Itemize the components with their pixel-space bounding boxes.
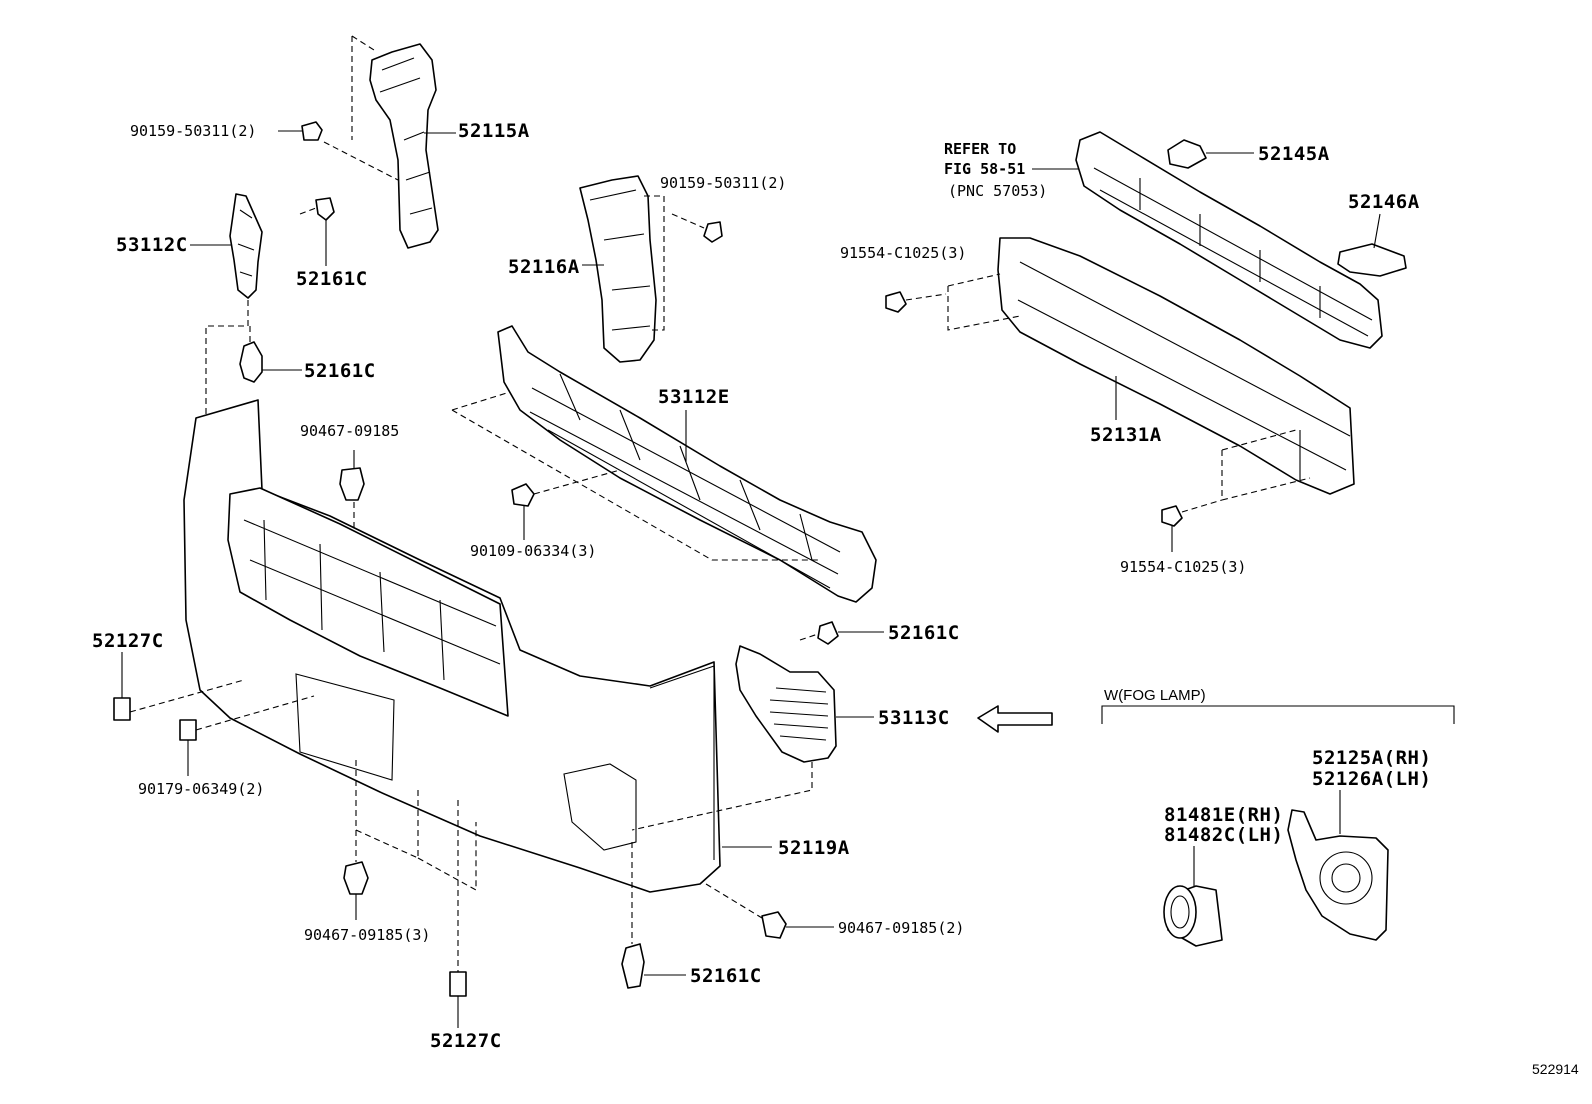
label-52127c-left: 52127C <box>92 630 164 652</box>
label-53112e: 53112E <box>658 386 730 408</box>
figure-id: 522914 <box>1532 1061 1579 1077</box>
reinforcement-52131a-shape <box>947 237 1355 501</box>
bracket-52115a-shape <box>323 35 456 249</box>
label-52161c-upper: 52161C <box>296 268 368 290</box>
label-81482c: 81482C(LH) <box>1164 824 1284 846</box>
fog-lamp-shape <box>1163 846 1223 947</box>
fog-lamp-title: W(FOG LAMP) <box>1104 687 1206 704</box>
label-53112c: 53112C <box>116 234 188 256</box>
clip-90467-right-shape <box>705 883 834 939</box>
label-52161c-middle: 52161C <box>304 360 376 382</box>
grille-53113c-shape <box>631 621 884 831</box>
label-90467-top: 90467-09185 <box>300 422 400 440</box>
bolt-90109-shape <box>511 469 621 540</box>
clip-90159-top-left-shape <box>278 121 323 141</box>
bumper-cover-52119a-shape <box>183 399 772 893</box>
label-52161c-bottom: 52161C <box>690 965 762 987</box>
label-90159-top-left: 90159-50311(2) <box>130 122 257 140</box>
label-90159-middle: 90159-50311(2) <box>660 174 787 192</box>
label-90467-bottom: 90467-09185(3) <box>304 926 431 944</box>
label-52146a: 52146A <box>1348 191 1420 213</box>
clip-52161c-bottom-shape <box>621 842 686 989</box>
nut-90179-shape <box>179 695 315 776</box>
label-91554-top: 91554-C1025(3) <box>840 244 967 262</box>
bolt-91554-top-shape <box>885 291 947 313</box>
bracket-52145a-shape <box>1167 139 1254 169</box>
refer-note-line1: REFER TO <box>944 140 1017 158</box>
clip-52127c-left-shape <box>113 652 245 721</box>
label-52161c-grille: 52161C <box>888 622 960 644</box>
label-90467-right: 90467-09185(2) <box>838 919 965 937</box>
label-81481e: 81481E(RH) <box>1164 804 1284 826</box>
label-52131a: 52131A <box>1090 424 1162 446</box>
grille-53112e-shape <box>451 325 877 603</box>
direction-arrow-shape <box>977 705 1053 733</box>
clip-52127c-bottom-shape <box>449 800 467 1028</box>
fog-housing-shape <box>1287 790 1389 941</box>
bracket-52146a-shape <box>1337 213 1407 277</box>
label-90109: 90109-06334(3) <box>470 542 597 560</box>
reinforcement-upper-shape <box>1075 131 1383 349</box>
clip-52161c-middle-shape <box>239 326 302 383</box>
label-52116a: 52116A <box>508 256 580 278</box>
refer-note-line3: (PNC 57053) <box>948 182 1048 200</box>
fog-lamp-bracket-shape <box>1101 705 1455 724</box>
label-52126a: 52126A(LH) <box>1312 768 1432 790</box>
refer-note-line2: FIG 58-51 <box>944 160 1026 178</box>
label-52127c-bottom: 52127C <box>430 1030 502 1052</box>
clip-52161c-upper-shape <box>299 197 335 266</box>
bolt-90159-middle-shape <box>671 213 723 243</box>
label-52115a: 52115A <box>458 120 530 142</box>
label-53113c: 53113C <box>878 707 950 729</box>
label-52145a: 52145A <box>1258 143 1330 165</box>
label-52119a: 52119A <box>778 837 850 859</box>
label-52125a: 52125A(RH) <box>1312 747 1432 769</box>
label-91554-bottom: 91554-C1025(3) <box>1120 558 1247 576</box>
clip-90467-bottom-shape <box>343 760 477 920</box>
bolt-91554-bottom-shape <box>1161 499 1223 552</box>
label-90179: 90179-06349(2) <box>138 780 265 798</box>
bracket-52116a-shape <box>579 175 665 363</box>
